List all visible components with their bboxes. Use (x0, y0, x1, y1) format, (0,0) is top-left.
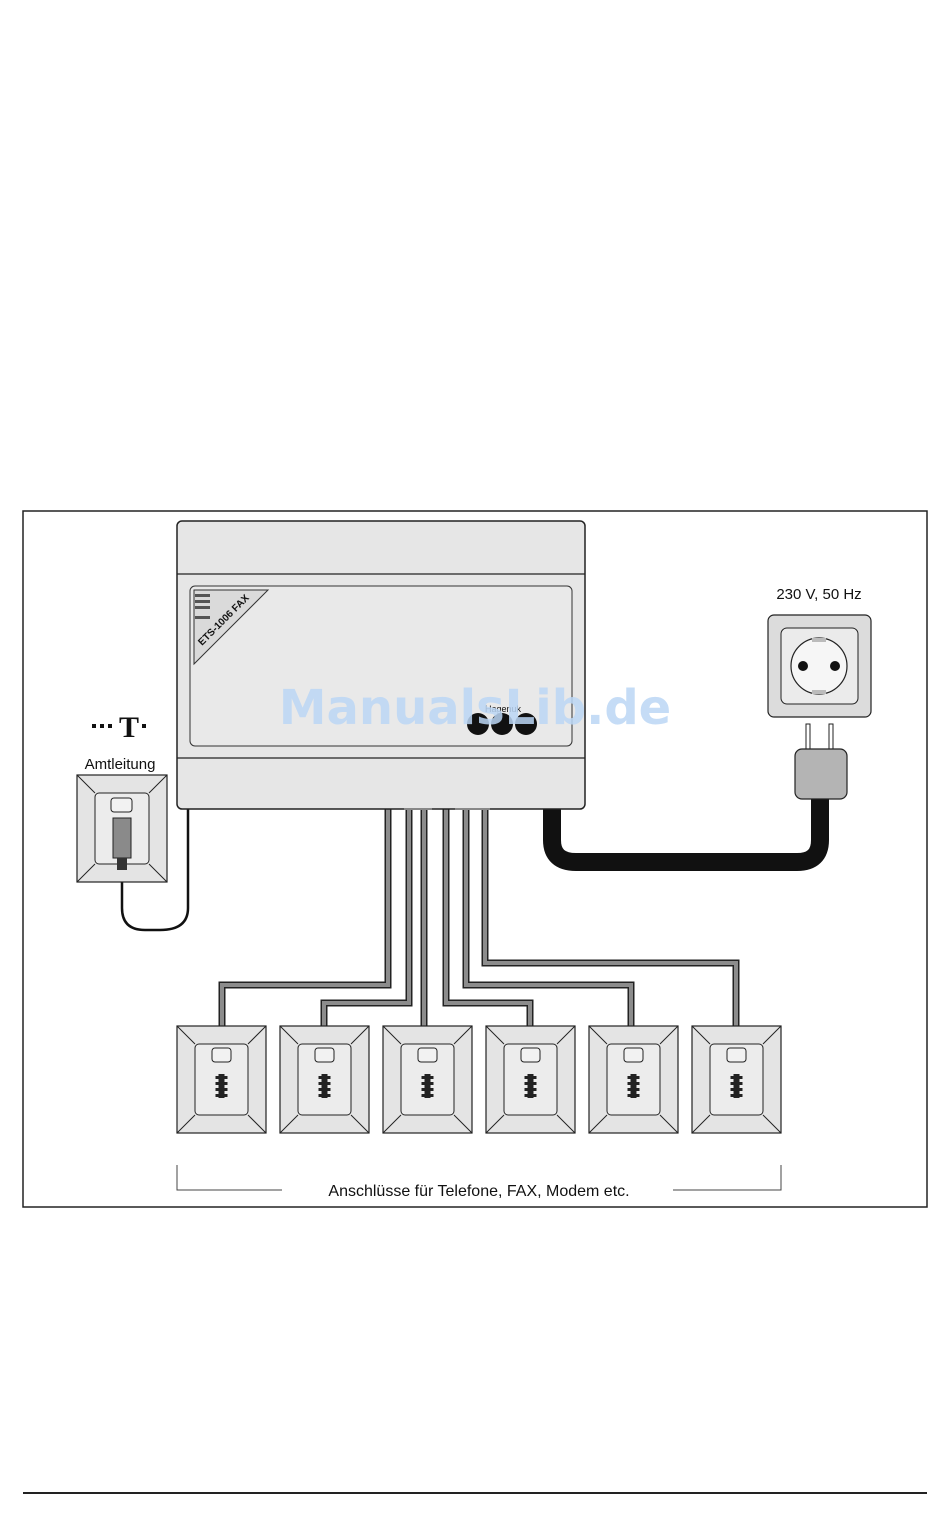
outlet-row (177, 1026, 781, 1133)
outlet-1 (177, 1026, 266, 1133)
outlet-4 (486, 1026, 575, 1133)
cable-2-outline (324, 809, 409, 1026)
line-plug (113, 818, 131, 858)
watermark: ManualsLib.de (279, 680, 671, 736)
cable-2 (324, 809, 409, 1026)
outlets-caption: Anschlüsse für Telefone, FAX, Modem etc. (328, 1183, 629, 1200)
power-socket (768, 615, 871, 717)
outlet-3 (383, 1026, 472, 1133)
outlet-5 (589, 1026, 678, 1133)
telekom-logo: T (92, 711, 146, 744)
power-cable (552, 798, 820, 862)
cable-1 (222, 809, 388, 1026)
telekom-letter: T (119, 711, 139, 744)
power-label: 230 V, 50 Hz (776, 586, 861, 603)
cable-1-outline (222, 809, 388, 1026)
telephone-system-unit: ETS-1006 FAX Hagenuk (177, 521, 585, 809)
cable-6 (485, 809, 736, 1026)
line-wall-jack (77, 775, 167, 882)
outlet-cables (222, 809, 736, 1026)
outlet-2 (280, 1026, 369, 1133)
outlet-6 (692, 1026, 781, 1133)
power-plug (795, 724, 847, 799)
line-label: Amtleitung (85, 756, 156, 773)
cable-6-outline (485, 809, 736, 1026)
